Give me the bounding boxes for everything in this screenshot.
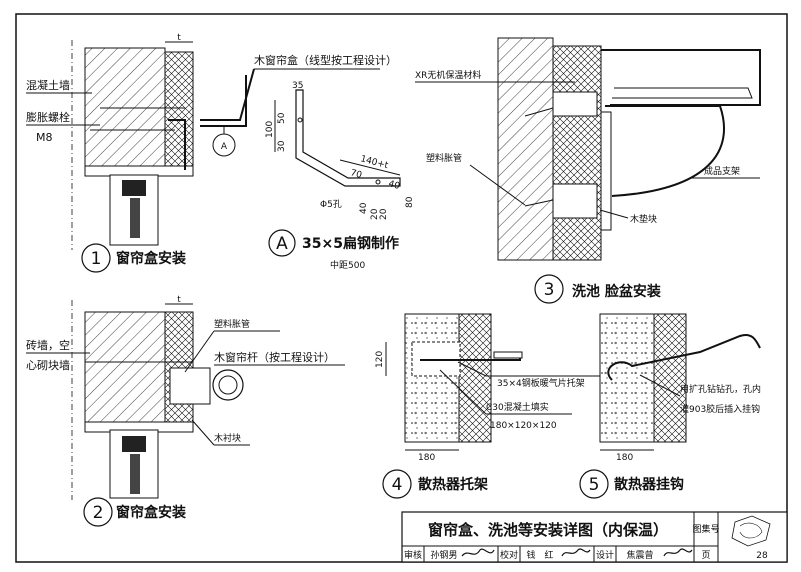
d3-caption: 洗池 脸盆安装 <box>572 283 662 300</box>
dA-d20-a: 20 <box>370 208 380 220</box>
dA-section-mark: A <box>221 142 228 152</box>
d1-number-circle <box>81 243 111 273</box>
concrete-wall-1 <box>84 47 166 167</box>
d2-brick-label: 砖墙，空 <box>26 338 70 352</box>
dA-d20-b: 20 <box>379 208 389 220</box>
review-signature-icon <box>461 548 495 557</box>
dA-d70: 70 <box>349 168 363 181</box>
d3-xr-label: XR无机保温材料 <box>415 69 481 81</box>
d4-number: 4 <box>392 475 403 495</box>
detail-1: t 混凝土墙 膨胀螺栓 M8 1 窗帘盒安装 <box>26 33 194 273</box>
insulation-5 <box>653 313 687 443</box>
detail-3: XR无机保温材料 塑料胀管 成品支架 木垫块 3 洗池 脸盆安装 <box>415 37 761 304</box>
insulation-4 <box>458 313 492 443</box>
d3-number: 3 <box>544 280 555 300</box>
brick-wall-2 <box>84 311 166 423</box>
d2-number: 2 <box>93 503 104 523</box>
d5-caption: 散热器挂钩 <box>614 476 684 493</box>
dA-d40: 40 <box>387 179 401 192</box>
d4-steel-label: 35×4钢板暖气片托架 <box>497 377 585 389</box>
check-signature-icon <box>561 548 591 557</box>
title-block: 窗帘盒、洗池等安装详图（内保温） 图集号 页 28 审核 孙钢男 校对 钱 红 … <box>401 511 788 563</box>
design-name: 焦震曾 <box>626 549 653 561</box>
d4-number-circle <box>382 469 412 499</box>
detail-4: 120 180 35×4钢板暖气片托架 C30混凝土填实 180×120×120… <box>375 313 600 499</box>
d4-c30-label: C30混凝土填实 <box>486 401 549 413</box>
dA-number: A <box>276 234 288 254</box>
insulation-3 <box>552 45 602 261</box>
d1-concrete-label: 混凝土墙 <box>26 78 70 92</box>
d1-number: 1 <box>91 249 102 269</box>
review-name: 孙钢男 <box>430 549 457 561</box>
d2-number-circle <box>83 497 113 527</box>
flat-steel-bracket <box>295 89 401 187</box>
d4-d120: 120 <box>375 351 385 368</box>
detail-5: 180 用扩孔钻钻孔，孔内 灌903胶后插入挂钩 5 散热器挂钩 <box>579 313 761 499</box>
page-label: 页 <box>701 550 710 561</box>
d5-note1: 用扩孔钻钻孔，孔内 <box>680 383 761 395</box>
d2-brick-label-2: 心砌块墙 <box>26 358 70 372</box>
d1-caption: 窗帘盒安装 <box>116 250 187 267</box>
wall-4 <box>404 313 460 443</box>
d5-number: 5 <box>589 475 600 495</box>
dA-box-label: 木窗帘盒（线型按工程设计） <box>254 53 397 67</box>
dA-d30: 30 <box>277 140 287 152</box>
d4-size-label: 180×120×120 <box>490 421 557 431</box>
review-label: 审核 <box>404 549 422 561</box>
d3-bracket-label: 成品支架 <box>704 165 740 177</box>
concrete-wall-3 <box>497 37 554 261</box>
d3-number-circle <box>534 274 564 304</box>
dA-caption: 35×5扁钢制作 <box>302 235 399 252</box>
d5-number-circle <box>579 469 609 499</box>
dA-d40-b: 40 <box>359 202 369 214</box>
page-number: 28 <box>756 551 768 561</box>
detail-A: 木窗帘盒（线型按工程设计） A 35 100 50 30 140+t 70 40… <box>200 53 415 271</box>
d2-t-label: t <box>177 295 181 305</box>
dA-hole: Φ5孔 <box>320 199 342 210</box>
dA-d80: 80 <box>405 196 415 208</box>
d5-note2: 灌903胶后插入挂钩 <box>680 403 760 415</box>
dA-d35: 35 <box>292 81 303 91</box>
d2-liner-label: 木衬块 <box>214 432 241 444</box>
d3-block-label: 木垫块 <box>630 213 657 225</box>
dA-note: 中距500 <box>330 259 365 271</box>
d1-bolt-label: 膨胀螺栓 <box>26 110 70 124</box>
d2-plastic-label: 塑料胀管 <box>214 318 250 330</box>
design-label: 设计 <box>596 549 614 561</box>
dA-d100: 100 <box>265 121 275 138</box>
design-signature-icon <box>663 548 693 557</box>
detail-2: t 砖墙，空 心砌块墙 塑料胀管 木窗帘杆（按工程设计） 木衬块 2 窗帘盒安装 <box>26 295 345 527</box>
dA-d50: 50 <box>277 112 287 124</box>
d2-rod-label: 木窗帘杆（按工程设计） <box>214 350 335 364</box>
d4-caption: 散热器托架 <box>418 476 488 493</box>
check-name: 钱 红 <box>526 549 553 561</box>
radiator-hook <box>607 334 761 381</box>
d1-bolt-size: M8 <box>36 131 53 144</box>
d5-d180: 180 <box>616 453 633 463</box>
atlas-seal-icon <box>731 515 771 547</box>
d1-t-label: t <box>177 33 181 43</box>
check-label: 校对 <box>500 549 518 561</box>
d2-caption: 窗帘盒安装 <box>116 504 187 521</box>
insulation-1 <box>164 51 194 171</box>
dA-number-circle <box>268 229 296 257</box>
drawing-title: 窗帘盒、洗池等安装详图（内保温） <box>428 521 668 539</box>
d3-plastic-label: 塑料胀管 <box>426 152 462 164</box>
d4-d180: 180 <box>418 453 435 463</box>
atlas-label: 图集号 <box>692 523 719 535</box>
